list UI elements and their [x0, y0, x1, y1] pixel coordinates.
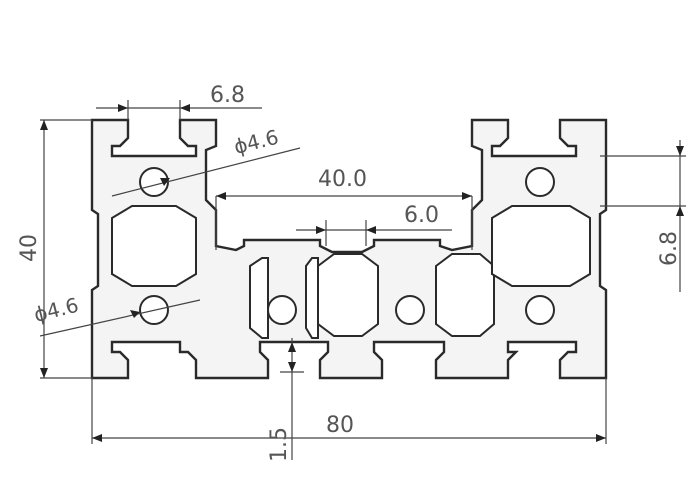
label-center-spacing: 40.0: [318, 167, 367, 192]
label-slot-width-right: 6.8: [657, 231, 682, 266]
cavity-center-2: [305, 257, 319, 339]
dimension-lines: [39, 100, 686, 460]
label-hole-diameter-left: ϕ4.6: [31, 293, 80, 327]
hole-mid-2: [395, 295, 425, 325]
label-height: 40: [17, 234, 42, 262]
cavity-right: [491, 205, 591, 287]
hole-bottom-right: [525, 295, 555, 325]
label-slot-width-mid: 6.0: [404, 203, 439, 228]
label-wall-thickness: 1.5: [267, 427, 292, 462]
cavity-center-1: [249, 257, 269, 339]
inner-cavities: [111, 205, 591, 339]
hole-mid-1: [267, 295, 297, 325]
label-hole-diameter-top: ϕ4.6: [231, 125, 280, 159]
cavity-mid-left: [317, 253, 379, 337]
cavity-mid-right: [435, 253, 495, 337]
label-slot-width-top: 6.8: [210, 83, 245, 108]
cavity-left: [111, 205, 197, 287]
label-width: 80: [326, 413, 354, 438]
center-holes: [139, 167, 555, 325]
hole-top-right: [525, 167, 555, 197]
